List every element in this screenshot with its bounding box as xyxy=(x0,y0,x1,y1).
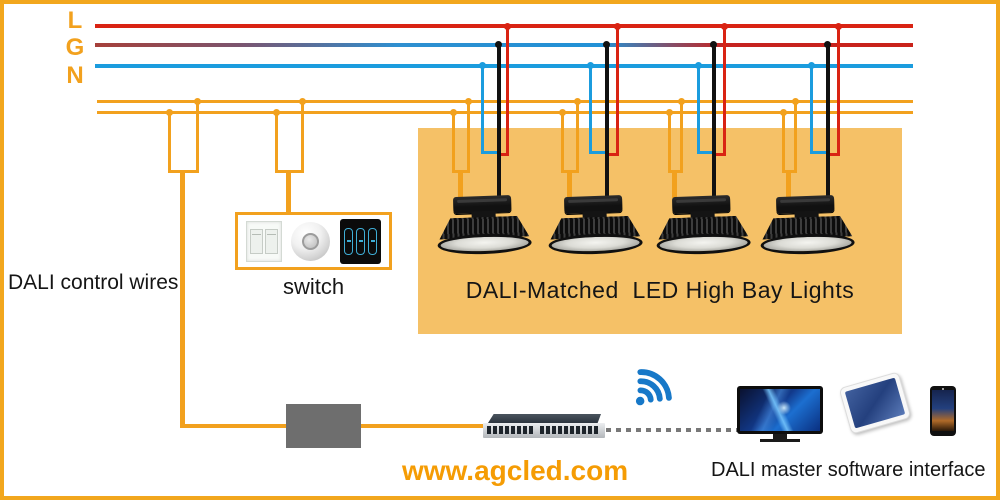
ethernet-ports xyxy=(487,426,535,434)
dali-wire xyxy=(180,173,185,428)
tablet-icon xyxy=(838,371,912,435)
touch-button-mark xyxy=(370,240,375,242)
touch-panel-icon xyxy=(340,218,382,264)
touch-button xyxy=(344,227,354,255)
line-label-g: G xyxy=(65,34,85,61)
dali-wire xyxy=(168,170,199,173)
dali-control-wires-label: DALI control wires xyxy=(8,271,179,294)
touch-button xyxy=(356,227,366,255)
monitor-screen xyxy=(740,389,820,431)
ethernet-ports xyxy=(540,426,600,434)
high-bay-light-icon xyxy=(655,192,751,259)
lights-panel-caption: DALI-Matched LED High Bay Lights xyxy=(465,277,855,303)
phone-camera-dot xyxy=(942,387,944,390)
network-switch-icon xyxy=(483,414,605,438)
sensor-lens xyxy=(302,232,320,250)
smartphone-icon xyxy=(930,386,956,436)
dali-wire xyxy=(275,112,278,173)
high-bay-light-icon xyxy=(759,192,855,259)
ground-bus-wire xyxy=(95,43,913,47)
control-module-box xyxy=(286,404,361,448)
wire-junction-dot xyxy=(194,98,201,105)
website-text: www.agcled.com xyxy=(402,455,629,486)
touch-button xyxy=(368,227,378,255)
monitor-stand xyxy=(773,434,787,439)
switch-front-face xyxy=(483,423,605,438)
dali-wire xyxy=(168,112,171,173)
dali-bus-wire-2 xyxy=(97,111,913,114)
monitor-icon xyxy=(737,386,823,434)
high-bay-light-icon xyxy=(436,192,532,259)
rocker-button xyxy=(264,228,278,254)
switch-label: switch xyxy=(282,274,345,299)
switch-top-face xyxy=(488,414,601,423)
rocker-button xyxy=(249,228,263,254)
line-label-n: N xyxy=(66,62,84,89)
dali-wire xyxy=(286,173,291,214)
tablet-screen xyxy=(844,377,906,429)
dali-wire xyxy=(275,170,304,173)
motion-sensor-icon xyxy=(291,221,331,261)
live-bus-wire xyxy=(95,24,913,28)
master-interface-label: DALI master software interface xyxy=(711,459,986,481)
dotted-data-link xyxy=(606,428,738,432)
neutral-bus-wire xyxy=(95,64,913,68)
switch-group-box xyxy=(235,212,392,270)
wifi-icon xyxy=(635,369,672,406)
dali-wire xyxy=(196,101,199,173)
dali-bus-wire-1 xyxy=(97,100,913,103)
dali-wire xyxy=(301,101,304,173)
phone-screen xyxy=(932,390,954,431)
wire-junction-dot xyxy=(299,98,306,105)
touch-button-mark xyxy=(358,240,363,242)
high-bay-light-icon xyxy=(547,192,643,259)
line-label-l: L xyxy=(67,7,83,34)
touch-button-mark xyxy=(346,240,351,242)
wall-switch-icon xyxy=(245,220,282,262)
wire-junction-dot xyxy=(273,109,280,116)
wire-junction-dot xyxy=(166,109,173,116)
monitor-stand-base xyxy=(760,439,800,442)
